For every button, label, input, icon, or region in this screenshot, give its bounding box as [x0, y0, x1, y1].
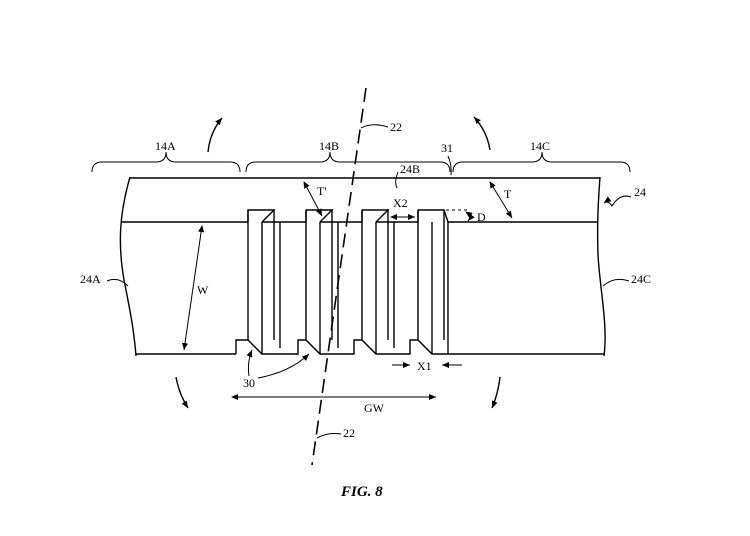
leader-24c: [602, 278, 630, 287]
label-w: W: [197, 283, 209, 297]
label-d: D: [477, 210, 486, 224]
label-x1: X1: [417, 359, 432, 373]
body-left-edge: [119, 176, 137, 357]
label-31: 31: [441, 141, 453, 155]
label-14a: 14A: [155, 139, 176, 153]
rotation-arrow-top-left: [207, 117, 223, 153]
figure-caption: FIG. 8: [340, 484, 383, 500]
leader-30-a: [246, 349, 253, 377]
dimension-t-prime: [303, 181, 323, 217]
bracket-14c: [452, 151, 631, 173]
leader-24: [603, 195, 632, 207]
label-gw: GW: [364, 401, 385, 415]
leader-24a: [106, 278, 129, 287]
label-t-prime: T': [317, 184, 327, 198]
leader-24b: [395, 171, 399, 189]
label-t: T: [504, 187, 512, 201]
label-14c: 14C: [530, 139, 550, 153]
body-right-edge: [596, 176, 606, 357]
label-axis-22-bottom: 22: [343, 426, 355, 440]
dimension-t: [489, 181, 513, 219]
leader-axis-22-top: [360, 124, 389, 129]
dimension-w: [182, 225, 205, 351]
label-30: 30: [243, 376, 255, 390]
groove-structure: [235, 209, 449, 355]
rotation-arrow-bottom-right: [491, 376, 501, 409]
axis-22-line: [311, 87, 367, 466]
label-axis-22-top: 22: [390, 120, 402, 134]
label-x2: X2: [393, 196, 408, 210]
bracket-14a: [91, 151, 241, 173]
leader-31: [447, 155, 452, 176]
dimension-d: [465, 211, 475, 222]
bracket-14b: [245, 151, 451, 173]
label-24b: 24B: [400, 162, 420, 176]
label-24c: 24C: [631, 272, 651, 286]
label-14b: 14B: [319, 139, 339, 153]
leader-30-b: [257, 353, 310, 379]
leader-axis-22-bottom: [316, 433, 342, 439]
label-24a: 24A: [80, 272, 101, 286]
rotation-arrow-top-right: [473, 116, 491, 151]
label-24: 24: [634, 185, 646, 199]
rotation-arrow-bottom-left: [175, 376, 189, 409]
